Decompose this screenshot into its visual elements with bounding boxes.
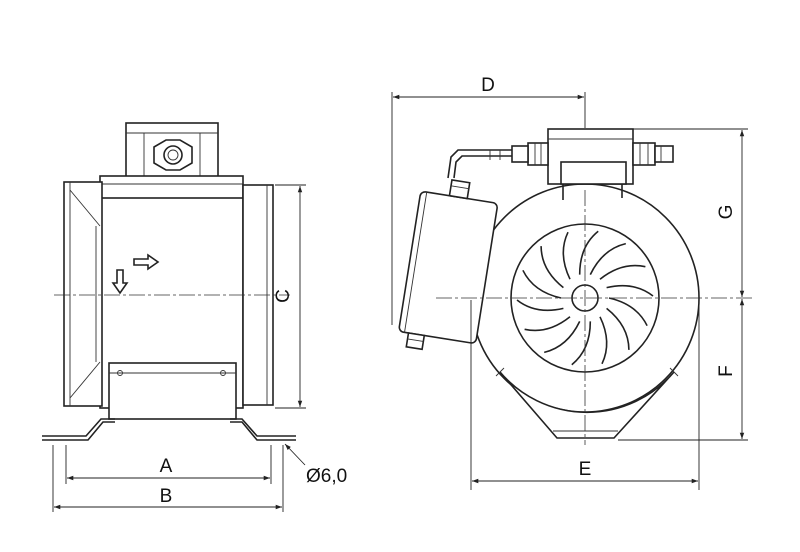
impeller-blade (562, 231, 571, 280)
dimension-g (633, 128, 748, 297)
impeller-blade (606, 307, 630, 350)
terminal-plate (108, 362, 237, 420)
support-saddle (499, 371, 675, 439)
label-e: E (579, 459, 592, 480)
dimension-e (470, 300, 700, 490)
impeller-blade (522, 269, 562, 299)
impeller-blade (524, 316, 571, 332)
capacitor (398, 179, 498, 351)
dimension-a (65, 445, 272, 484)
label-b: B (160, 486, 173, 507)
junction-box-front (547, 128, 634, 200)
impeller-blade (599, 264, 646, 280)
rotation-arrow-icon (111, 269, 129, 295)
impeller-blade (544, 321, 581, 354)
label-a: A (160, 456, 173, 477)
impeller-blade (589, 242, 626, 275)
dimension-c (275, 184, 306, 409)
label-hole: Ø6,0 (306, 466, 347, 487)
front-view: D G F E (391, 75, 755, 490)
hole-leader (284, 443, 306, 466)
impeller-blade (606, 284, 654, 297)
housing-top-flange (99, 175, 244, 201)
dimension-f (618, 299, 748, 441)
impeller-blade (599, 316, 608, 365)
label-c: C (273, 289, 294, 303)
impeller-blade (540, 246, 564, 289)
label-g: G (716, 205, 737, 220)
impeller-blade (578, 230, 599, 275)
label-f: F (716, 365, 737, 377)
label-d: D (481, 75, 495, 96)
dimension-b (52, 445, 284, 512)
impeller-blade (571, 321, 592, 366)
dimension-d (391, 92, 586, 325)
cable-gland-left (511, 142, 549, 166)
airflow-arrow-icon (133, 253, 160, 271)
impeller (516, 230, 654, 366)
cable-gland-right (632, 142, 674, 166)
mounting-feet (42, 418, 296, 441)
left-duct-collar (63, 181, 103, 407)
impeller-blade (608, 297, 648, 327)
cable-gland-side (153, 139, 193, 171)
impeller-blade (516, 299, 564, 312)
capacitor-cable (447, 149, 512, 179)
side-view: C A B Ø6,0 (42, 122, 347, 512)
